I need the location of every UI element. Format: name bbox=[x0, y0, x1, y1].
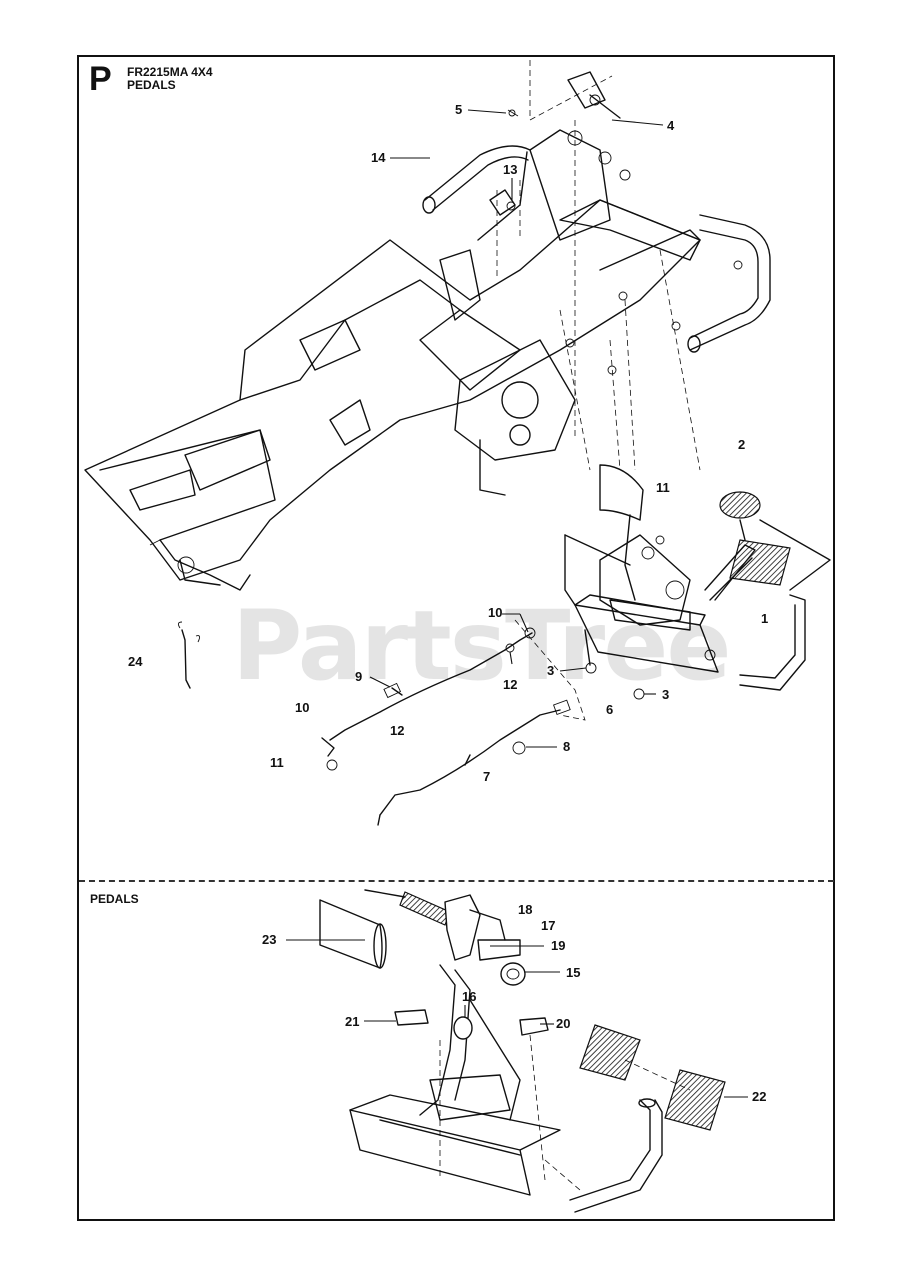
callout-22: 22 bbox=[752, 1089, 767, 1104]
callout-11: 11 bbox=[656, 480, 670, 495]
header-title-block: FR2215MA 4X4 PEDALS bbox=[127, 66, 213, 92]
callout-11b: 11 bbox=[270, 755, 284, 770]
callout-6: 6 bbox=[606, 702, 614, 717]
pedals-detail bbox=[319, 889, 726, 1213]
assembly-lines bbox=[496, 60, 701, 471]
pedal-assembly-upper bbox=[564, 464, 831, 691]
callout-10b: 10 bbox=[295, 700, 310, 715]
model-name: FR2215MA 4X4 bbox=[127, 65, 213, 79]
page-title: PEDALS bbox=[127, 78, 176, 92]
callout-23: 23 bbox=[262, 932, 277, 947]
callout-10: 10 bbox=[488, 605, 503, 620]
callout-12b: 12 bbox=[390, 723, 405, 738]
callout-3: 3 bbox=[547, 663, 555, 678]
top-mount-hardware bbox=[507, 71, 621, 119]
section-divider bbox=[79, 880, 834, 882]
leader-lines bbox=[286, 109, 748, 1098]
callout-18: 18 bbox=[518, 902, 533, 917]
callout-21: 21 bbox=[345, 1014, 360, 1029]
lower-section-title: PEDALS bbox=[90, 892, 139, 906]
callout-2: 2 bbox=[738, 437, 746, 452]
callout-7: 7 bbox=[483, 769, 491, 784]
springs bbox=[177, 621, 201, 689]
callout-1: 1 bbox=[761, 611, 769, 626]
cables bbox=[321, 619, 645, 826]
callout-4: 4 bbox=[667, 118, 675, 133]
callout-24: 24 bbox=[128, 654, 143, 669]
callout-5: 5 bbox=[455, 102, 463, 117]
callout-3b: 3 bbox=[662, 687, 670, 702]
handle-rod bbox=[422, 145, 531, 241]
callout-8: 8 bbox=[563, 739, 571, 754]
callout-14: 14 bbox=[371, 150, 386, 165]
callout-16: 16 bbox=[462, 989, 477, 1004]
callout-20: 20 bbox=[556, 1016, 571, 1031]
callout-15: 15 bbox=[566, 965, 581, 980]
section-letter: P bbox=[89, 60, 112, 98]
callout-19: 19 bbox=[551, 938, 566, 953]
chassis-frame bbox=[84, 129, 771, 591]
callout-17: 17 bbox=[541, 918, 556, 933]
diagram-frame bbox=[77, 55, 835, 1221]
watermark-text: PartsTree bbox=[232, 590, 731, 702]
callout-9: 9 bbox=[355, 669, 363, 684]
callout-12: 12 bbox=[503, 677, 518, 692]
callout-13: 13 bbox=[503, 162, 518, 177]
